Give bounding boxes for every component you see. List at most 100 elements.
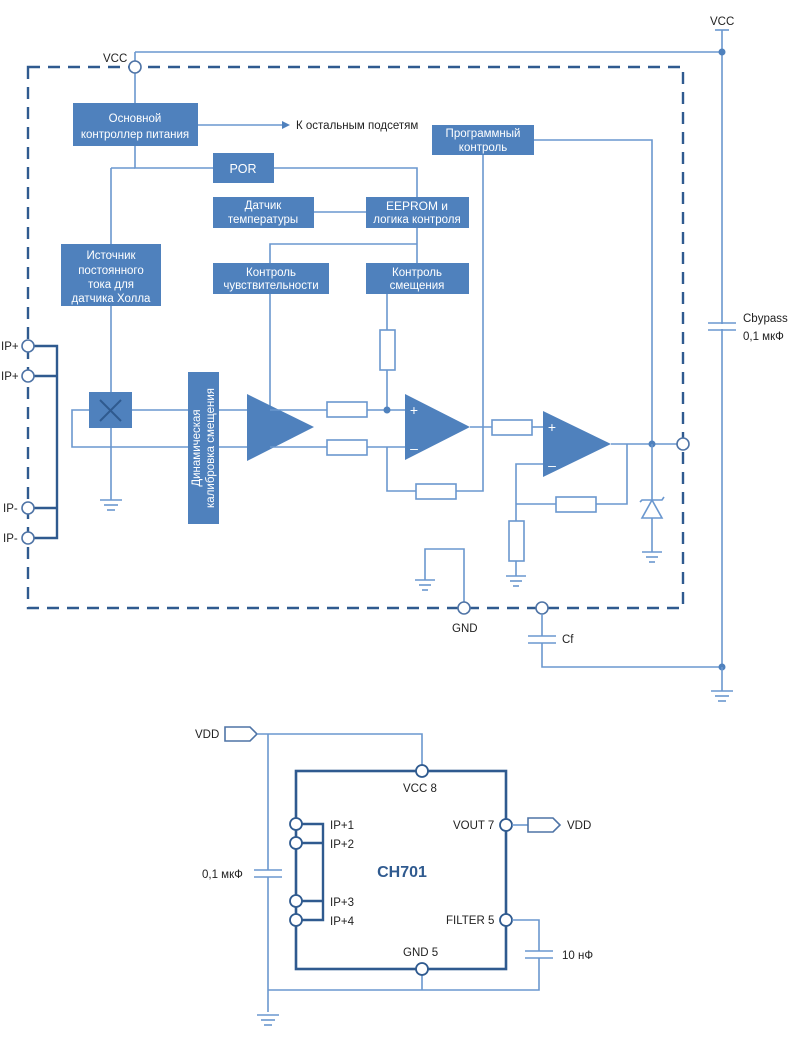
gnd5-pin: [415, 962, 429, 976]
opamp2-minus-sign: –: [548, 457, 556, 473]
cbypass-value: 0,1 мкФ: [743, 331, 784, 343]
external-vcc-label: VCC: [710, 16, 734, 28]
eeprom-logic-block: [366, 197, 469, 228]
cf-wire: [541, 614, 722, 668]
vdd-input-port: [224, 726, 259, 742]
opamp1-feedback-wire: [386, 447, 416, 492]
ip2-pin: [289, 836, 303, 850]
gnd-pin: [457, 601, 471, 615]
ip-minus-label-1: IP-: [3, 503, 18, 515]
temp-sensor-block: [213, 197, 314, 228]
program-control-feedback-wire: [456, 155, 484, 492]
ground-icon-hall: [100, 499, 122, 511]
vcc-pin-label: VCC: [103, 53, 127, 65]
opamp2-feedback-resistor: [555, 496, 597, 513]
vdd-to-vcc-wire: [257, 733, 423, 769]
eeprom-logic-line2: логика контроля: [373, 214, 460, 226]
sensitivity-control-line2: чувствительности: [223, 280, 318, 292]
ip3-label: IP+3: [330, 897, 354, 909]
opamp2-input-resistor: [491, 419, 533, 436]
vcc8-label: VCC 8: [403, 783, 437, 795]
offset-resistor: [379, 329, 396, 371]
arrow-right-icon: [282, 121, 290, 129]
ground-bus-wire: [268, 965, 540, 991]
filter-cap-wire: [512, 919, 540, 965]
input-bus: [34, 344, 59, 540]
dynamic-calibration-line2: калибровка смещения: [205, 388, 217, 508]
ground-icon-opamp2: [506, 575, 526, 587]
chip-boundary: [26, 65, 685, 610]
resistor-top: [326, 401, 368, 418]
vcc-pin: [128, 60, 142, 74]
ground-icon-main: [711, 690, 733, 702]
hall-source-line1: Источник: [86, 250, 136, 262]
filter5-pin: [499, 913, 513, 927]
opamp1-feedback-resistor: [415, 483, 457, 500]
opamp1-plus-sign: +: [410, 402, 418, 418]
program-control-to-output-wire: [534, 139, 653, 444]
ip4-label: IP+4: [330, 916, 355, 928]
ip-bus-app: [302, 822, 325, 922]
sensitivity-control-block: [213, 263, 329, 294]
temp-sensor-line1: Датчик: [245, 200, 283, 212]
hall-current-source-block: [61, 244, 161, 306]
eeprom-logic-line1: EEPROM и: [386, 199, 448, 213]
vout7-label: VOUT 7: [453, 820, 494, 832]
vdd-input-label: VDD: [195, 729, 219, 741]
hall-cross-icon: [99, 399, 122, 422]
hall-bottom-wire: [71, 409, 248, 448]
sensitivity-control-line1: Контроль: [246, 267, 296, 279]
vcc8-pin: [415, 764, 429, 778]
gnd5-label: GND 5: [403, 947, 438, 959]
internal-gnd-wire: [424, 548, 465, 602]
hall-source-line3: тока для: [88, 279, 134, 291]
vcc-rail: [135, 51, 723, 665]
ip-minus-label-2: IP-: [3, 533, 18, 545]
ground-icon-zener: [642, 551, 662, 563]
eeprom-to-sensitivity-wire: [269, 243, 417, 263]
output-pin: [676, 437, 690, 451]
main-power-controller-line2: контроллер питания: [81, 129, 189, 141]
cbypass-gap: [709, 324, 735, 329]
ground-icon-internal: [415, 579, 435, 591]
hall-source-line2: постоянного: [78, 265, 144, 277]
ip2-label: IP+2: [330, 839, 354, 851]
temp-sensor-line2: температуры: [228, 214, 298, 226]
filter-cap-label: 10 нФ: [562, 950, 593, 962]
filter5-label: FILTER 5: [446, 915, 494, 927]
hall-source-line4: датчика Холла: [72, 293, 152, 305]
offset-control-block: [366, 263, 469, 294]
opamp2-triangle: [543, 411, 611, 477]
chip-name: CH701: [377, 864, 427, 881]
opamp1-triangle: [405, 394, 470, 460]
other-subnets-label: К остальным подсетям: [296, 120, 418, 132]
opamp2-plus-sign: +: [548, 419, 556, 435]
vdd-output-label: VDD: [567, 820, 591, 832]
por-wire-left: [134, 146, 213, 169]
opamp1-minus-sign: –: [410, 440, 418, 456]
ip-minus-pin-1: [21, 501, 35, 515]
por-block: [213, 153, 274, 183]
cbypass-label: Cbypass: [743, 313, 788, 325]
opamp2-ground-resistor: [508, 520, 525, 562]
ip1-pin: [289, 817, 303, 831]
opamp2-minus-wire: [515, 463, 543, 521]
vdd-output-port: [527, 817, 562, 833]
ch701-chip-body: [294, 769, 508, 971]
opamp2-feedback-wire: [516, 444, 628, 505]
ground-icon-app: [257, 1014, 279, 1026]
ip-plus-label-2: IP+: [1, 371, 19, 383]
preamp-triangle: [247, 394, 314, 461]
filter-pin: [535, 601, 549, 615]
cf-label: Cf: [562, 634, 574, 646]
decoupling-cap-label: 0,1 мкФ: [202, 869, 243, 881]
ip4-pin: [289, 913, 303, 927]
resistor-bottom: [326, 439, 368, 456]
ip-plus-label-1: IP+: [1, 341, 19, 353]
gnd-label: GND: [452, 623, 478, 635]
dynamic-calibration-block: [188, 372, 219, 524]
vcc-junction: [718, 48, 726, 56]
offset-control-line2: смещения: [390, 280, 445, 292]
por-to-eeprom-wire: [274, 167, 418, 197]
